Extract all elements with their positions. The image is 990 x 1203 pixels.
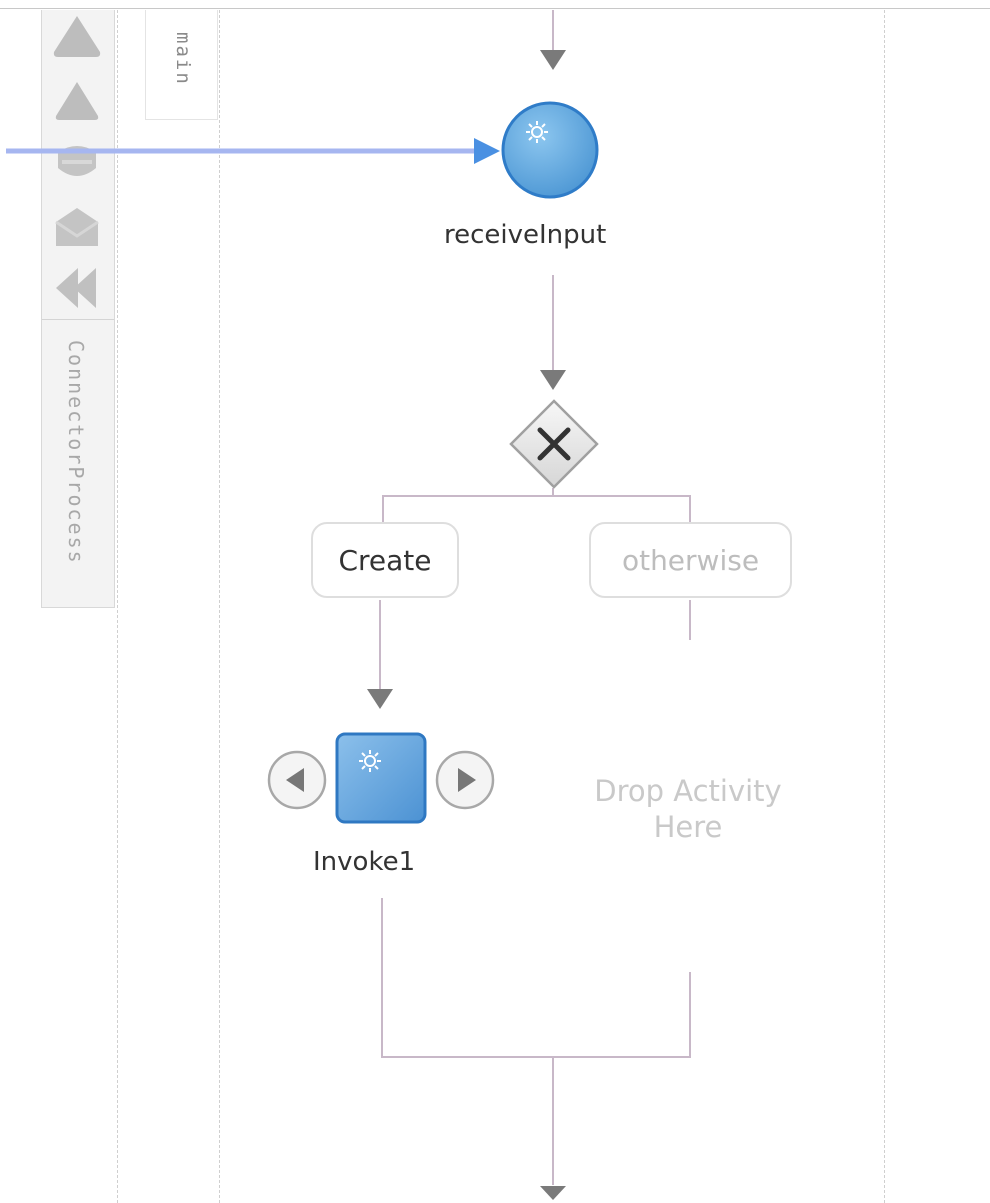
receive-activity-node[interactable] [499, 99, 601, 201]
swimlane-divider-right [884, 10, 885, 1203]
top-border [0, 8, 990, 9]
rewind-icon[interactable] [50, 264, 104, 312]
swimlane-divider-main [219, 10, 220, 1203]
invoke-activity-label: Invoke1 [313, 847, 416, 877]
scope-tab-label: main [172, 32, 194, 86]
switch-node[interactable] [507, 397, 601, 491]
move-left-button[interactable] [266, 749, 328, 811]
flow-arrow-top [540, 50, 566, 70]
flow-arrow-bottom [540, 1186, 566, 1200]
scope-tab-main[interactable]: main [145, 10, 218, 120]
otherwise-box[interactable]: otherwise [589, 522, 792, 598]
drop-activity-zone[interactable]: Drop Activity Here [560, 773, 816, 845]
swimlane-divider-left [117, 10, 118, 1203]
receive-activity-label: receiveInput [444, 220, 607, 250]
panel-divider [42, 319, 114, 320]
process-name-label: ConnectorProcess [64, 340, 88, 565]
drop-zone-line2: Here [653, 810, 723, 844]
branch-split-line [382, 495, 691, 522]
close-icon [537, 427, 571, 461]
chevron-left-icon [286, 768, 304, 792]
gear-icon [526, 121, 548, 143]
partner-panel: ConnectorProcess [41, 10, 115, 608]
gear-icon [359, 750, 381, 772]
collapse-up-icon[interactable] [50, 76, 104, 124]
envelope-icon[interactable] [50, 204, 104, 252]
drop-zone-line1: Drop Activity [594, 774, 782, 808]
branch-merge-line [381, 898, 691, 1058]
case-create-box[interactable]: Create [311, 522, 459, 598]
partner-link-arrowhead [474, 138, 500, 164]
chevron-right-icon [458, 768, 476, 792]
move-right-button[interactable] [434, 749, 496, 811]
invoke-activity-node[interactable] [334, 731, 428, 825]
collapse-up-icon[interactable] [50, 12, 104, 60]
flow-arrow-invoke [367, 689, 393, 709]
flow-arrow-switch [540, 370, 566, 390]
